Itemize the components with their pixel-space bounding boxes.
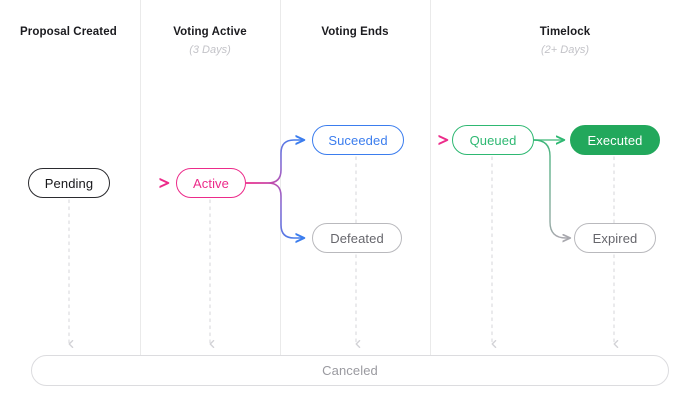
node-active[interactable]: Active	[176, 168, 246, 198]
node-defeated[interactable]: Defeated	[312, 223, 402, 253]
column-title: Proposal Created	[20, 26, 117, 38]
node-pending[interactable]: Pending	[28, 168, 110, 198]
column-divider-1	[140, 0, 141, 362]
column-subtitle: (3 Days)	[189, 43, 231, 56]
edge-queued-expired	[533, 139, 570, 238]
column-title: Voting Active	[173, 26, 247, 38]
column-subtitle: (2+ Days)	[541, 43, 589, 56]
column-title: Voting Ends	[321, 26, 389, 38]
node-suceeded[interactable]: Suceeded	[312, 125, 404, 155]
edge-active-defeated	[246, 182, 304, 238]
node-expired[interactable]: Expired	[574, 223, 656, 253]
column-header-proposal-created: Proposal Created	[20, 24, 140, 41]
node-executed[interactable]: Executed	[570, 125, 660, 155]
column-header-timelock: Timelock (2+ Days)	[430, 24, 700, 59]
column-header-voting-ends: Voting Ends	[280, 24, 430, 41]
column-divider-2	[280, 0, 281, 362]
edge-active-suceeded	[246, 140, 304, 184]
node-canceled[interactable]: Canceled	[31, 355, 669, 386]
column-title: Timelock	[539, 26, 591, 38]
node-queued[interactable]: Queued	[452, 125, 534, 155]
column-header-voting-active: Voting Active (3 Days)	[140, 24, 280, 59]
column-divider-3	[430, 0, 431, 362]
